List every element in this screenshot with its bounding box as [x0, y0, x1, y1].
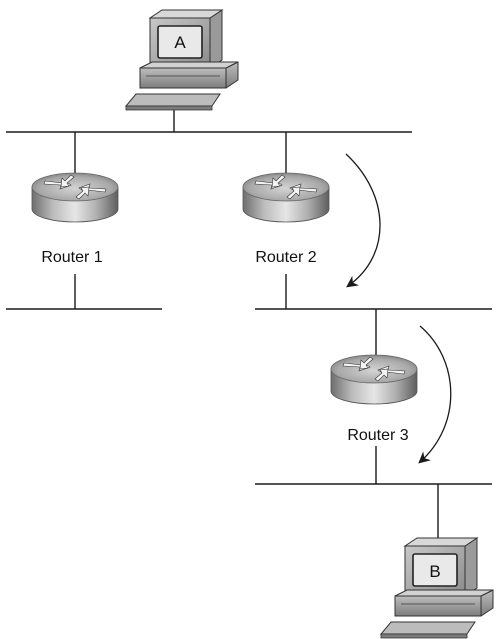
- router-2-label: Router 2: [255, 249, 316, 266]
- host-a: A: [125, 9, 239, 111]
- router-icon: [330, 354, 418, 405]
- router-2: Router 2: [242, 172, 330, 266]
- router-icon: [31, 172, 119, 223]
- router-1: Router 1: [31, 172, 119, 266]
- host-b-label: B: [429, 562, 440, 581]
- computer-icon: [125, 9, 239, 111]
- router-3: Router 3: [330, 354, 418, 444]
- computer-icon: [380, 537, 494, 639]
- router-3-label: Router 3: [347, 427, 408, 444]
- host-b: B: [380, 537, 494, 639]
- router-1-label: Router 1: [41, 249, 102, 266]
- host-a-label: A: [174, 33, 186, 52]
- flow-arrow-router-2: [345, 153, 381, 288]
- flow-arrow-router-3: [418, 325, 452, 464]
- router-icon: [242, 172, 330, 223]
